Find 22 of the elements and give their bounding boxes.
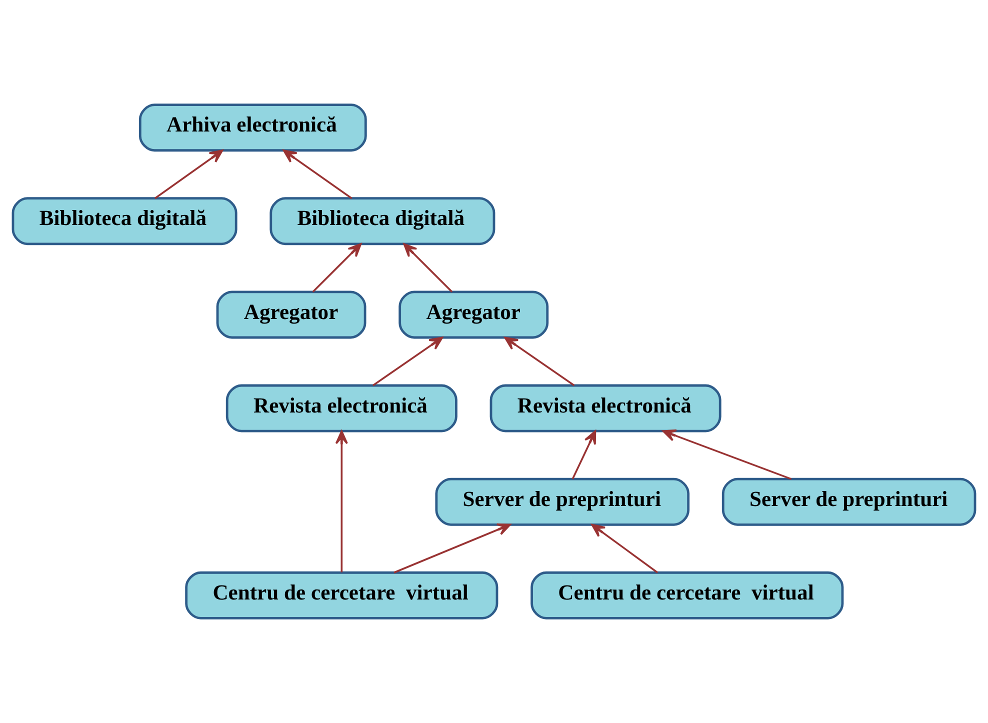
arrow <box>335 430 348 572</box>
node-box: Server de preprinturi <box>722 478 976 526</box>
arrow <box>662 429 792 480</box>
node-box: Revista electronică <box>490 384 722 432</box>
arrow <box>372 336 443 386</box>
arrow <box>282 150 352 200</box>
arrow <box>504 336 575 386</box>
node-box: Arhiva electronică <box>138 104 367 152</box>
arrow <box>403 243 453 293</box>
node-box: Server de preprinturi <box>435 478 690 526</box>
node-box: Agregator <box>398 290 549 339</box>
arrow <box>591 524 658 574</box>
node-box: Biblioteca digitală <box>270 197 496 246</box>
arrow <box>154 150 224 200</box>
node-box: Agregator <box>216 290 366 339</box>
node-box: Revista electronică <box>226 384 458 432</box>
arrow <box>572 430 596 480</box>
node-box: Centru de cercetare virtual <box>185 571 498 620</box>
arrow <box>394 523 511 574</box>
arrow <box>312 243 362 293</box>
node-box: Biblioteca digitală <box>12 197 238 246</box>
node-box: Centru de cercetare virtual <box>530 571 844 620</box>
